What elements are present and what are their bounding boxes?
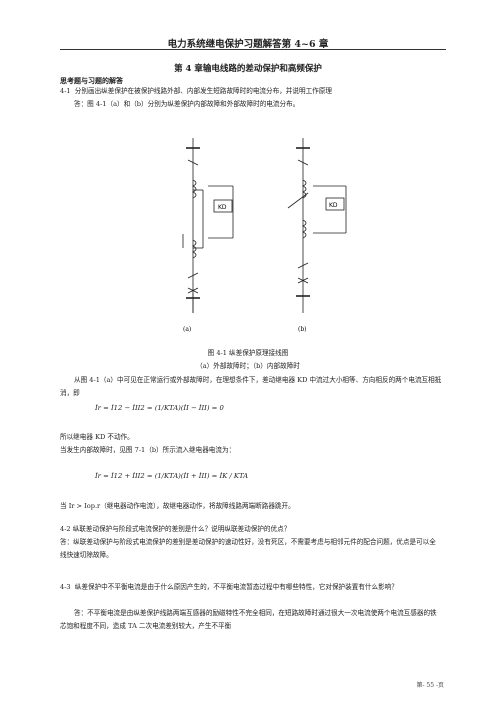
figure-caption: 图 4-1 纵差保护原理接线图 <box>207 349 289 357</box>
page-header-band <box>0 0 496 32</box>
answer-4-1-intro: 答：图 4-1（a）和（b）分别为纵差保护内部故障和外部故障时的电流分布。 <box>74 100 300 108</box>
equation-external: İr = İ12 − İII2 = (1/KTA)(İI − İII) = 0 <box>95 404 224 412</box>
trip-condition: 当 Ir > Iop.r（继电器动作电流），故继电器动作，将故障线路两端断路器跳… <box>60 502 295 510</box>
section-title: 思考题与习题的解答 <box>60 76 123 85</box>
kd-label-a: KD <box>218 204 227 211</box>
answer-4-3: 答：不平衡电流是由纵差保护线路两端互感器的励磁特性不完全相同，在短路故障时通过很… <box>60 609 437 630</box>
relay-no-action: 所以继电器 KD 不动作。 <box>60 433 134 441</box>
subfigure-label-b: (b) <box>298 326 307 333</box>
question-4-3: 4-3 纵差保护中不平衡电流是由于什么原因产生的，不平衡电流暂态过程中有哪些特性… <box>60 583 398 591</box>
kd-label-b: KD <box>329 202 338 209</box>
explanation-external-fault: 从图 4-1（a）中可见在正常运行或外部故障时，在理想条件下，差动继电器 KD … <box>60 376 442 397</box>
subfigure-label-a: (a) <box>183 326 191 333</box>
page-header-title: 电力系统继电保护习题解答第 4~6 章 <box>167 39 329 50</box>
figure-4-1: KD KD (a) (b) <box>148 138 368 338</box>
figure-subcaption: （a）外部故障时；（b）内部故障时 <box>196 362 300 370</box>
chapter-title: 第 4 章输电线路的差动保护和高频保护 <box>174 64 322 74</box>
question-4-2: 4-2 纵联差动保护与阶段式电流保护的差别是什么？说明纵联差动保护的优点？ <box>60 525 291 533</box>
page-number: 第- 55 -页 <box>416 682 444 689</box>
equation-internal: İr = İ12 + İII2 = (1/KTA)(İI + İII) = İK… <box>95 472 249 480</box>
differential-protection-diagram: KD KD (a) (b) <box>182 138 347 333</box>
question-4-1: 4-1 分别画出纵差保护在被保护线路外部、内部发生短路故障时的电流分布，并说明工… <box>60 87 332 95</box>
internal-fault-intro: 当发生内部故障时，见图 7-1（b）所示流入继电器电流为： <box>60 446 236 454</box>
header-divider <box>60 49 446 50</box>
answer-4-2: 答：纵联差动保护与阶段式电流保护的差别是差动保护的速动性好，没有死区，不需要考虑… <box>60 538 436 559</box>
